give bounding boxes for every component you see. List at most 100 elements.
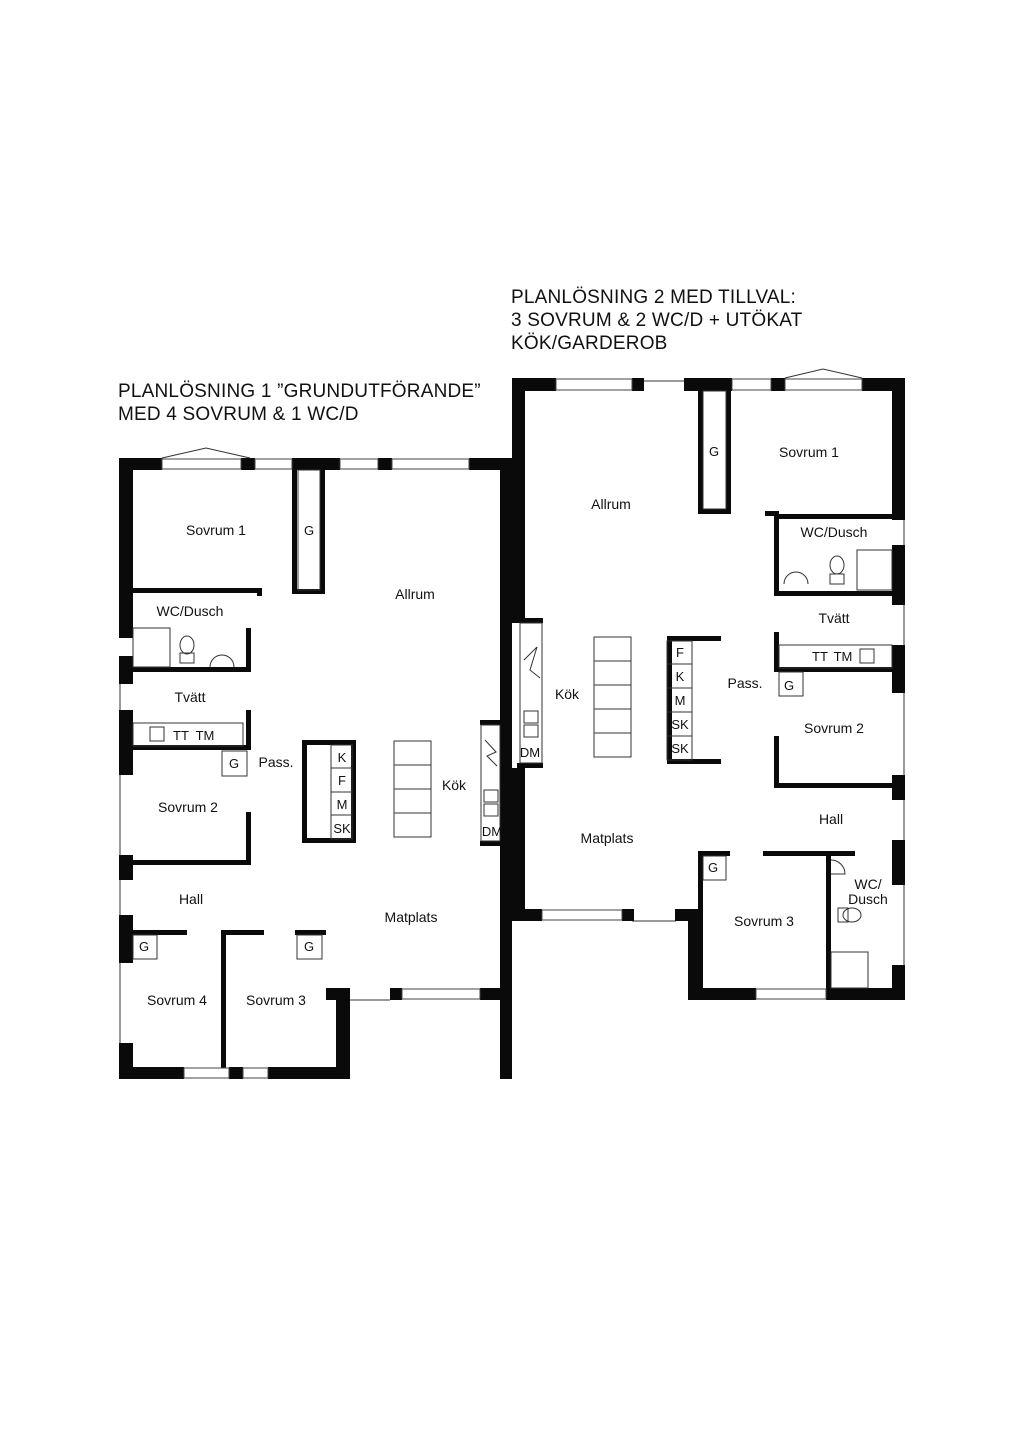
plan2-label-wc2-line1: WC/ <box>854 876 881 892</box>
plan1-label-pass: Pass. <box>258 754 293 770</box>
plan2-sink-icon <box>783 571 809 585</box>
plan1-dishwasher-box <box>483 789 499 803</box>
plan2-shower <box>856 549 893 591</box>
plan2-label-sovrum3: Sovrum 3 <box>734 913 794 929</box>
plan1-label-sovrum3: Sovrum 3 <box>246 992 306 1008</box>
plan2-toilet-icon <box>829 555 845 575</box>
plan1-label-g3: G <box>139 939 149 954</box>
plan2-label-matplats: Matplats <box>581 830 634 846</box>
plan2-wardrobe-sovrum1 <box>702 390 727 510</box>
plan2-window <box>541 909 623 921</box>
plan1-toilet-icon <box>179 635 195 655</box>
plan2-window <box>784 378 863 391</box>
plan2-window <box>755 988 827 1000</box>
plan2-label-g2: G <box>784 678 794 693</box>
plan1-title: PLANLÖSNING 1 ”GRUNDUTFÖRANDE” MED 4 SOV… <box>118 380 481 426</box>
plan2-toilet2-tank <box>837 907 849 923</box>
plan1-shower <box>132 627 171 668</box>
plan1-kitchen-counter <box>480 724 501 842</box>
plan1-laundry-counter <box>132 722 244 747</box>
plan1-label-g2: G <box>229 756 239 771</box>
plan2-fixtures <box>519 368 893 989</box>
plan2-window <box>731 378 772 391</box>
plan2-label-tvatt: Tvätt <box>818 610 849 626</box>
plan1-window <box>254 458 293 470</box>
plan2-label-tt: TT <box>812 649 828 664</box>
plan2-sink-box <box>859 648 875 664</box>
plan2-label-pass: Pass. <box>727 675 762 691</box>
plan1-title-line1: PLANLÖSNING 1 ”GRUNDUTFÖRANDE” <box>118 381 481 402</box>
plan1-label-dm: DM <box>482 824 502 839</box>
plan1-wardrobe-sovrum3 <box>296 934 323 960</box>
plan1-label-k: K <box>338 750 347 765</box>
plan1-wardrobe-sovrum4 <box>132 934 158 960</box>
plan1-label-sovrum2: Sovrum 2 <box>158 799 218 815</box>
plan1-window <box>183 1067 230 1079</box>
plan2-kitchen-column <box>666 640 693 761</box>
plan1-thin-lines <box>119 683 390 1043</box>
plan1-label-matplats: Matplats <box>385 909 438 925</box>
plan2-dishwasher-box <box>523 710 539 724</box>
plan2-label-sk2: SK <box>671 741 689 756</box>
plan1-sink-icon <box>209 654 235 668</box>
plan2-laundry-counter <box>778 644 893 669</box>
plan1-walls <box>119 458 512 1079</box>
plan2-floorplan: G Sovrum 1 Allrum WC/Dusch Tvätt TT TM G… <box>512 368 905 1000</box>
plan2-label-hall: Hall <box>819 811 843 827</box>
plan2-label-g: G <box>709 444 719 459</box>
plan1-label-wc: WC/Dusch <box>157 603 224 619</box>
plan1-label-allrum: Allrum <box>395 586 435 602</box>
plan2-walls <box>512 378 905 1000</box>
plan1-label-sovrum1: Sovrum 1 <box>186 522 246 538</box>
plan2-label-tm: TM <box>834 649 853 664</box>
plan1-stove-icon <box>484 739 498 767</box>
plan2-label-wc2-line2: Dusch <box>848 891 888 907</box>
plan1-labels: Sovrum 1 G Allrum WC/Dusch Tvätt TT TM G… <box>139 522 502 1008</box>
plan2-wardrobe-sovrum2 <box>778 671 804 697</box>
plan1-door <box>161 447 251 459</box>
plan1-window <box>339 458 379 470</box>
plan2-label-sk1: SK <box>671 717 689 732</box>
plan2-door <box>784 368 863 379</box>
plan1-toilet-tank <box>179 652 195 664</box>
plan2-label-g3: G <box>708 860 718 875</box>
plan1-label-tt: TT <box>173 728 189 743</box>
plan1-window <box>242 1067 269 1079</box>
plan1-fixtures <box>132 447 501 960</box>
plan1-wardrobe-sovrum1 <box>297 469 321 591</box>
plan1-sink-box <box>149 726 165 742</box>
plan2-title-line1: PLANLÖSNING 2 MED TILLVAL: <box>511 287 797 308</box>
plan2-label-m: M <box>675 693 686 708</box>
plan2-title: PLANLÖSNING 2 MED TILLVAL: 3 SOVRUM & 2 … <box>511 286 802 355</box>
plan2-labels: G Sovrum 1 Allrum WC/Dusch Tvätt TT TM G… <box>520 444 888 929</box>
plan1-window <box>391 458 470 470</box>
plan2-windows <box>541 378 863 1000</box>
plan1-label-sk: SK <box>333 821 351 836</box>
plan2-kitchen-island <box>593 636 632 758</box>
plan2-stove-icon <box>523 646 541 679</box>
plan2-label-wc1: WC/Dusch <box>801 524 868 540</box>
plan2-label-sovrum2: Sovrum 2 <box>804 720 864 736</box>
plan2-label-kok: Kök <box>555 686 580 702</box>
plan1-label-sovrum4: Sovrum 4 <box>147 992 207 1008</box>
plan1-label-f: F <box>338 773 346 788</box>
plan1-windows <box>161 458 481 1079</box>
plan1-window <box>401 988 481 1000</box>
plan1-label-tvatt: Tvätt <box>174 689 205 705</box>
plan2-shower2 <box>830 951 869 989</box>
plan1-wardrobe-sovrum2 <box>221 750 248 777</box>
plan2-label-k: K <box>676 669 685 684</box>
plan2-title-line2: 3 SOVRUM & 2 WC/D + UTÖKAT <box>511 310 803 331</box>
plan1-label-m: M <box>337 797 348 812</box>
plan2-window <box>555 378 633 391</box>
plan2-title-line3: KÖK/GARDEROB <box>511 333 668 354</box>
plan2-label-allrum: Allrum <box>591 496 631 512</box>
plan1-label-g4: G <box>304 939 314 954</box>
plan1-window <box>161 458 242 470</box>
plan2-label-f: F <box>676 645 684 660</box>
plan2-label-sovrum1: Sovrum 1 <box>779 444 839 460</box>
plan2-wardrobe-sovrum3 <box>702 855 727 881</box>
plan2-toilet-tank <box>829 573 845 585</box>
plan1-label-kok: Kök <box>442 777 467 793</box>
